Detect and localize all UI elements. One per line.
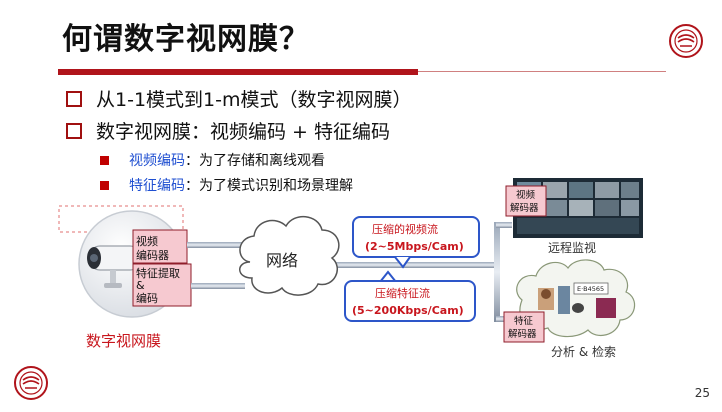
box-bullet-icon (66, 90, 82, 107)
feature-encoder-box (132, 263, 192, 307)
sub-bullet-label: 视频编码 (129, 153, 185, 169)
video-stream-rate: (2~5Mbps/Cam) (365, 240, 464, 253)
feature-pipe-right (496, 316, 506, 322)
feature-stream-rate: (5~200Kbps/Cam) (352, 304, 464, 317)
feature-decoder-label: 特征 (514, 315, 534, 327)
analysis-cloud-icon (516, 259, 636, 338)
bullet-2: 数字视网膜：视频编码 + 特征编码 (66, 117, 390, 144)
page-number: 25 (694, 386, 710, 400)
feature-encoder-label-3: 编码 (136, 291, 158, 305)
sub-bullet-2: 特征编码 ：为了模式识别和场景理解 (100, 175, 353, 195)
title-rule (418, 71, 666, 72)
video-decoder-label: 视频 (516, 189, 536, 201)
video-decoder-label-2: 解码器 (510, 202, 539, 214)
video-decoder-box (505, 185, 547, 217)
network-cloud-icon (239, 216, 340, 296)
video-stream-bubble (352, 216, 480, 269)
feature-decoder-label-2: 解码器 (508, 328, 537, 340)
feature-pipe-left (191, 283, 245, 289)
sub-bullet-1: 视频编码 ：为了存储和离线观看 (100, 150, 325, 170)
video-pipe-right (496, 222, 512, 228)
vertical-pipe (494, 222, 500, 322)
bullet-text: 数字视网膜：视频编码 + 特征编码 (96, 121, 390, 143)
plate-text: E·B4565 (577, 285, 604, 293)
main-pipe (330, 262, 500, 268)
sub-bullet-label: 特征编码 (129, 178, 185, 194)
video-encoder-label: 视频 (136, 234, 158, 248)
slide-title: 何谓数字视网膜？ (62, 22, 310, 57)
sub-bullet-text: ：为了模式识别和场景理解 (185, 178, 353, 194)
square-bullet-icon (100, 155, 109, 165)
box-bullet-icon (66, 122, 82, 139)
square-bullet-icon (100, 180, 109, 190)
title-underline (58, 69, 418, 75)
feature-encoder-label-2: & (136, 279, 145, 292)
university-seal-icon (669, 24, 703, 58)
network-label: 网络 (266, 251, 298, 270)
bullet-1: 从1-1模式到1-m模式（数字视网膜） (66, 85, 412, 112)
feature-stream-bubble (344, 270, 476, 322)
bullet-text: 从1-1模式到1-m模式（数字视网膜） (96, 89, 412, 111)
university-seal-icon (14, 366, 48, 400)
video-encoder-box (132, 229, 188, 264)
analysis-label: 分析 & 检索 (551, 344, 616, 359)
camera-caption: 数字视网膜 (86, 332, 161, 350)
remote-label: 远程监视 (548, 240, 596, 255)
feature-decoder-box (503, 311, 545, 343)
video-encoder-label-2: 编码器 (136, 248, 169, 262)
feature-encoder-label: 特征提取 (136, 266, 180, 280)
video-pipe-left (187, 242, 245, 248)
sub-bullet-text: ：为了存储和离线观看 (185, 153, 325, 169)
feature-stream-title: 压缩特征流 (375, 286, 430, 300)
video-stream-title: 压缩的视频流 (372, 222, 438, 236)
